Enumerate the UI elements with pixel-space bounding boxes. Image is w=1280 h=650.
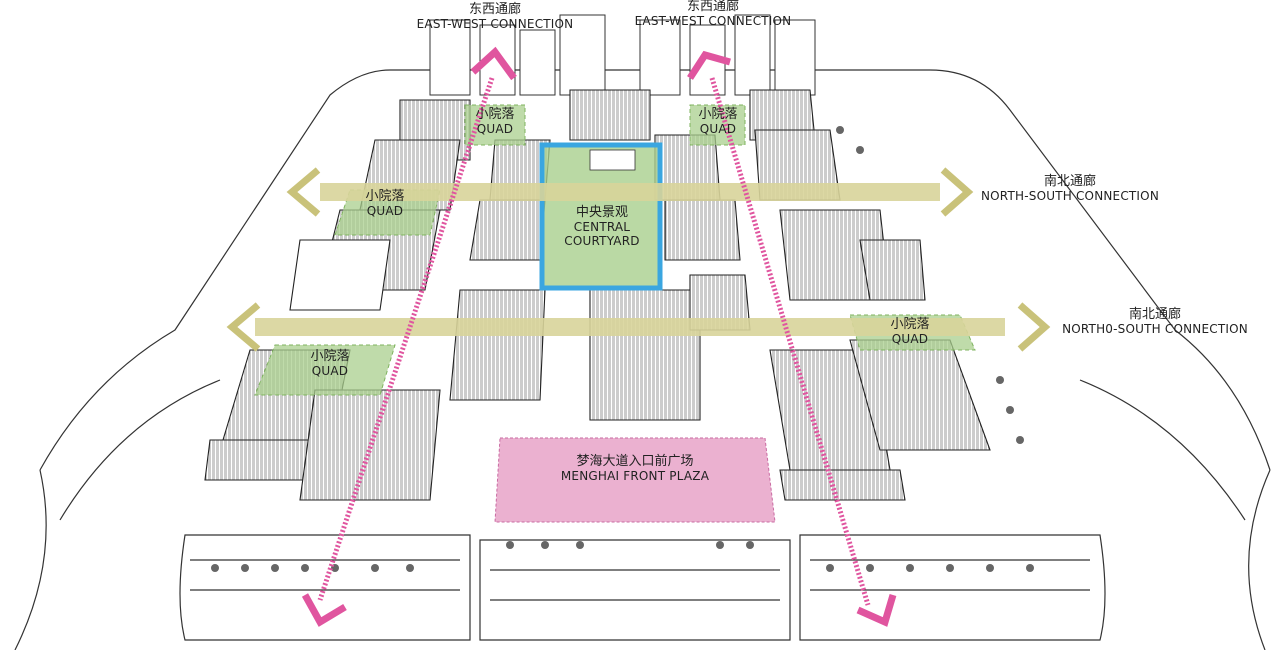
front-plaza-en: MENGHAI FRONT PLAZA [560, 468, 710, 483]
north-south-label-top-en: NORTH-SOUTH CONNECTION [980, 188, 1159, 203]
north-south-label-bottom: 南北通廊 NORTH0-SOUTH CONNECTION [1055, 307, 1255, 337]
east-west-label-left: 东西通廊 EAST-WEST CONNECTION [400, 2, 590, 32]
north-south-connection-bottom [226, 302, 1051, 352]
quad-label-2-zh: 小院落 [698, 107, 738, 122]
quad-label-1-zh: 小院落 [475, 107, 515, 122]
quad-label-3: 小院落 QUAD [355, 189, 415, 219]
quad-label-5-zh: 小院落 [890, 317, 930, 332]
north-south-label-top: 南北通廊 NORTH-SOUTH CONNECTION [975, 174, 1165, 204]
quad-label-4: 小院落 QUAD [300, 349, 360, 379]
north-south-label-top-zh: 南北通廊 [1043, 174, 1096, 189]
quad-label-4-zh: 小院落 [310, 349, 350, 364]
quad-label-3-zh: 小院落 [365, 189, 405, 204]
central-courtyard-zh: 中央景观 [575, 205, 628, 220]
central-courtyard-label: 中央景观 CENTRAL COURTYARD [550, 205, 654, 249]
front-plaza-label: 梦海大道入口前广场 MENGHAI FRONT PLAZA [530, 454, 740, 484]
quad-label-3-en: QUAD [366, 203, 404, 218]
quad-label-5-en: QUAD [891, 331, 929, 346]
central-courtyard-en1: CENTRAL [573, 219, 631, 234]
east-west-label-left-en: EAST-WEST CONNECTION [416, 16, 574, 31]
quad-label-5: 小院落 QUAD [880, 317, 940, 347]
central-courtyard [539, 142, 663, 291]
site-outline [14, 69, 1271, 650]
quad-zones [254, 104, 976, 396]
street-trees [211, 126, 1034, 572]
central-courtyard-en2: COURTYARD [564, 233, 640, 248]
east-west-label-right-zh: 东西通廊 [686, 0, 739, 14]
quad-label-2: 小院落 QUAD [688, 107, 748, 137]
quad-label-4-en: QUAD [311, 363, 349, 378]
front-plaza-zh: 梦海大道入口前广场 [576, 454, 694, 469]
east-west-connection-left [301, 46, 517, 627]
east-west-label-left-zh: 东西通廊 [468, 2, 521, 17]
east-west-label-right-en: EAST-WEST CONNECTION [634, 13, 792, 28]
front-plaza [494, 437, 776, 523]
quad-label-2-en: QUAD [699, 121, 737, 136]
north-south-label-bottom-en: NORTH0-SOUTH CONNECTION [1062, 321, 1248, 336]
east-west-connection-right [687, 50, 897, 627]
east-west-label-right: 东西通廊 EAST-WEST CONNECTION [618, 0, 808, 29]
quad-label-1-en: QUAD [476, 121, 514, 136]
background-towers [429, 14, 816, 96]
north-south-label-bottom-zh: 南北通廊 [1128, 307, 1181, 322]
quad-label-1: 小院落 QUAD [465, 107, 525, 137]
north-south-connection-top [286, 167, 974, 217]
